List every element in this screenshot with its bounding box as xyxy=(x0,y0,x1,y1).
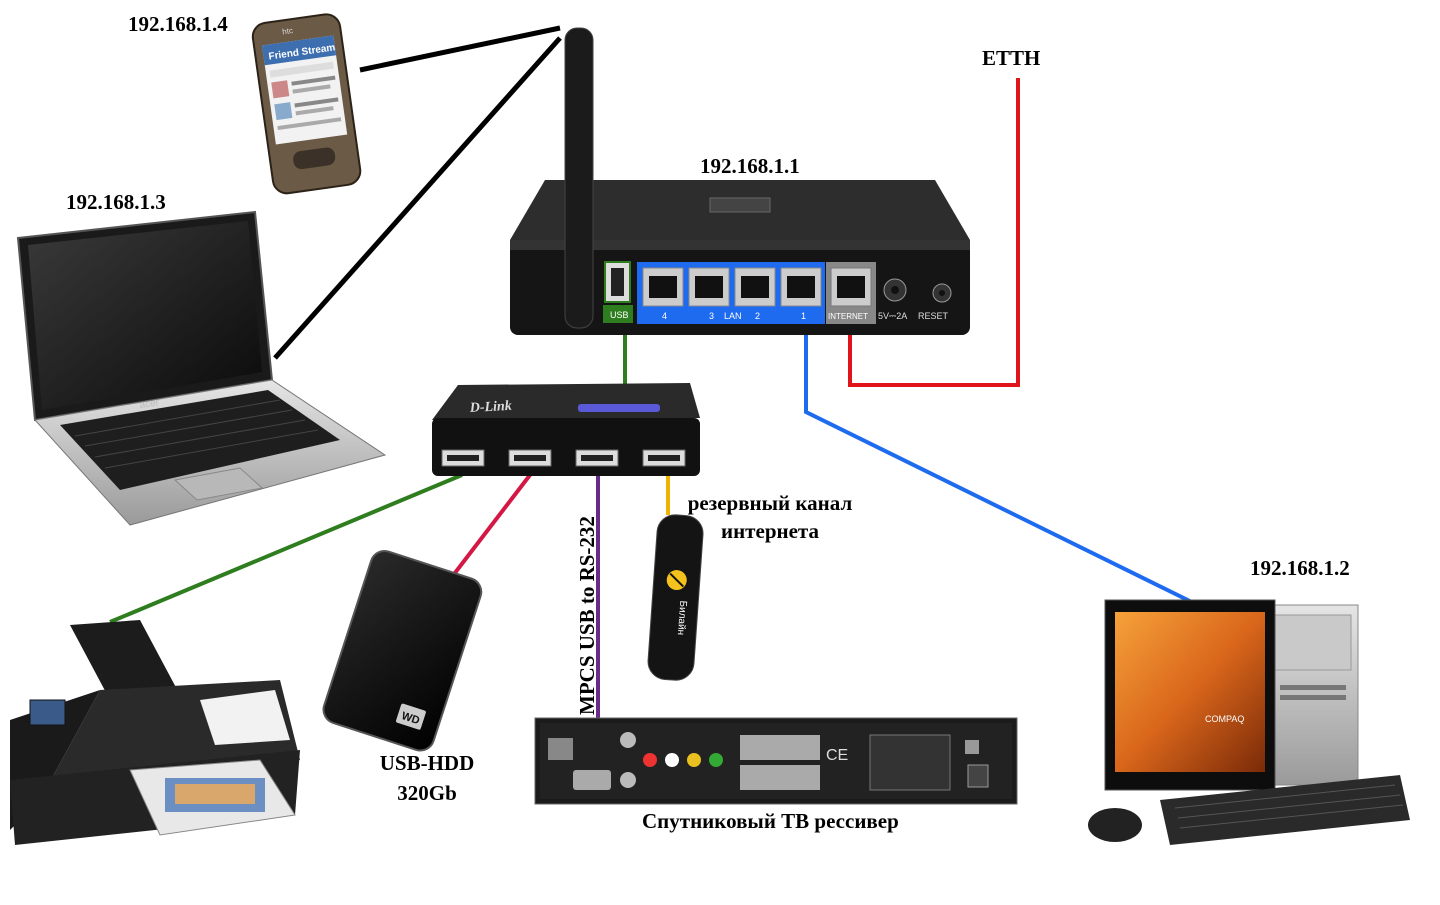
tv-receiver-label: Спутниковый ТВ рессивер xyxy=(642,809,899,833)
router-ip-label: 192.168.1.1 xyxy=(700,154,800,178)
wifi-link-phone xyxy=(359,25,561,73)
monitor-brand-logo: COMPAQ xyxy=(1205,714,1244,724)
printer xyxy=(10,620,300,845)
router-port-lan3: 3 xyxy=(709,311,714,321)
hub-brand-logo: D-Link xyxy=(468,399,512,416)
desktop-computer: COMPAQ xyxy=(1088,599,1410,845)
laptop-ip-label: 192.168.1.3 xyxy=(66,190,166,214)
router-port-lan1: 1 xyxy=(801,311,806,321)
usb-hub: D-Link xyxy=(432,383,700,476)
hdd-brand-logo: WD xyxy=(400,710,421,727)
router-port-internet: INTERNET xyxy=(828,312,868,321)
router-antenna xyxy=(564,27,594,329)
router-lan-label: LAN xyxy=(724,311,742,321)
etth-label: ETTH xyxy=(982,46,1041,70)
cable-lan-desktop xyxy=(804,330,1213,614)
router-port-usb: USB xyxy=(610,310,629,320)
router-reset-label: RESET xyxy=(918,311,949,321)
svg-text:CE: CE xyxy=(826,747,848,764)
hdd-label-line1: USB-HDD xyxy=(379,751,475,775)
router-port-lan2: 2 xyxy=(755,311,760,321)
satellite-receiver: CE xyxy=(534,717,1018,805)
phone-ip-label: 192.168.1.4 xyxy=(128,12,228,36)
usb-modem: Билайн xyxy=(647,514,704,681)
smartphone: Friend Stream htc xyxy=(251,13,362,195)
wifi-router: USB 4 3 LAN 2 1 INTERNET 5V⎓2A RESET xyxy=(510,27,970,335)
cable-hub-hdd xyxy=(446,473,532,584)
phone-brand-logo: htc xyxy=(282,26,294,36)
backup-channel-label-line2: интернета xyxy=(720,519,819,543)
cables xyxy=(109,25,1213,780)
external-hdd: WD xyxy=(322,550,483,752)
desktop-ip-label: 192.168.1.2 xyxy=(1250,556,1350,580)
router-power-label: 5V⎓2A xyxy=(878,311,907,321)
cable-internet-etth xyxy=(848,78,1020,387)
backup-channel-label-line1: резервный канал xyxy=(687,491,853,515)
router-port-lan4: 4 xyxy=(662,311,667,321)
wifi-link-laptop xyxy=(273,36,562,360)
usb-rs232-label: MPCS USB to RS-232 xyxy=(575,516,599,715)
modem-brand-logo: Билайн xyxy=(675,600,688,635)
hdd-label-line2: 320Gb xyxy=(397,781,457,805)
cable-hub-printer xyxy=(109,473,463,624)
laptop-brand-logo: acer xyxy=(139,397,160,411)
laptop: acer xyxy=(16,210,387,526)
